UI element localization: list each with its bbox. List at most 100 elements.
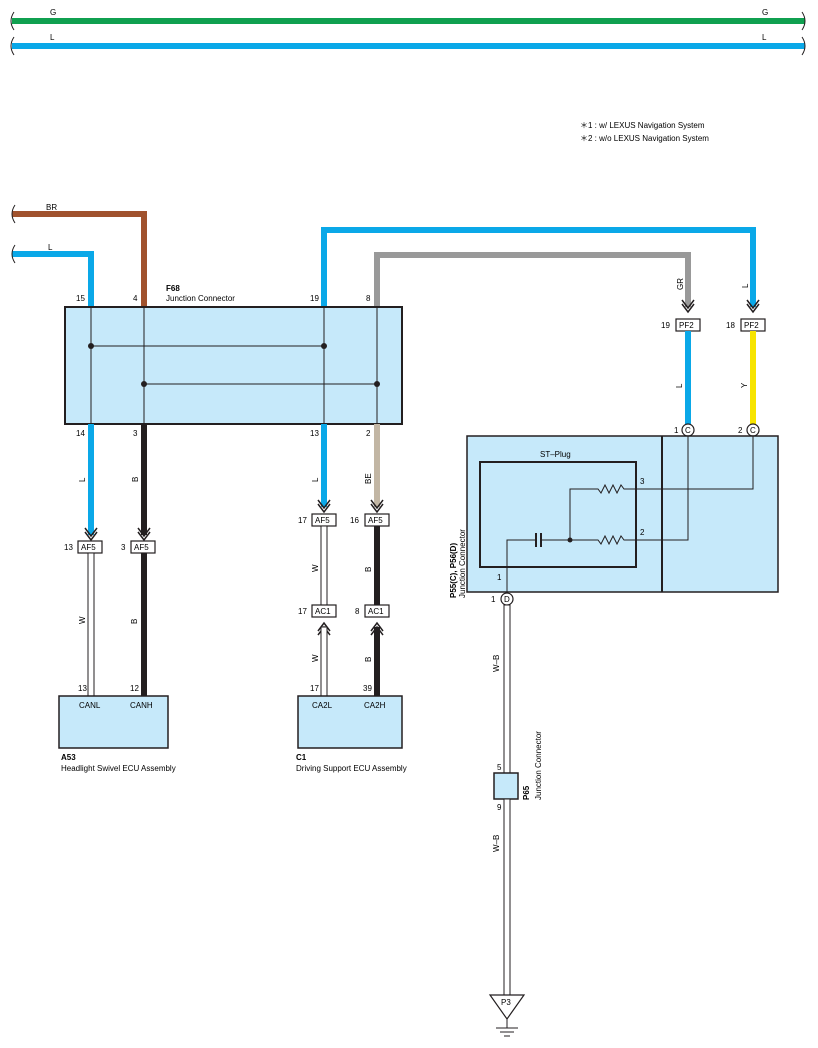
a53-name: Headlight Swivel ECU Assembly xyxy=(61,764,176,773)
a53-box xyxy=(58,695,169,749)
f68-pin-14: 14 xyxy=(76,429,85,438)
p65-name: Junction Connector xyxy=(534,731,543,800)
af5-connectors-right: AF5 17 AF5 16 xyxy=(298,513,390,527)
a53-pin-13: 13 xyxy=(78,684,87,693)
wire-label-w-a53: W xyxy=(78,616,87,624)
pf2-connectors: PF2 19 PF2 18 L Y C 1 C 2 xyxy=(661,299,766,437)
connector-arrow xyxy=(317,499,331,510)
p55-inner-pin-2: 2 xyxy=(640,528,645,537)
bus-g-left-label: G xyxy=(50,8,56,17)
f68-pin-15: 15 xyxy=(76,294,85,303)
connector-arrow xyxy=(370,503,384,514)
wire-label-b-c1a: B xyxy=(364,567,373,572)
p55-inner-pin-3: 3 xyxy=(640,477,645,486)
wire-label-be: BE xyxy=(364,473,373,484)
c1-wires: W B AC1 17 AC1 8 W B xyxy=(298,525,390,697)
c1-term-ca2h: CA2H xyxy=(364,701,386,710)
p55-code: P55(C), P56(D) xyxy=(449,543,458,598)
p55-trace xyxy=(569,488,594,541)
a53-wires: W B xyxy=(78,552,147,697)
wire-label-br: BR xyxy=(46,203,57,212)
connector-arrow xyxy=(84,531,98,542)
wire-label-b-a53: B xyxy=(130,619,139,624)
ground-triangle-icon xyxy=(488,994,526,1021)
p56-conn-d-letter: D xyxy=(504,595,510,604)
connector-arrow xyxy=(317,503,331,514)
p55-trace xyxy=(628,436,754,490)
f68-pin-13: 13 xyxy=(310,429,319,438)
c1-box xyxy=(297,695,403,749)
wire-label-wb-bottom: W–B xyxy=(492,835,501,852)
wire-label-l-pf2: L xyxy=(741,283,750,288)
p55-trace xyxy=(506,539,535,592)
f68-splice-dot xyxy=(88,343,94,349)
wire-w-a53 xyxy=(87,552,95,697)
connector-arrow xyxy=(746,303,760,314)
p55-inner-pin-1: 1 xyxy=(497,573,502,582)
connector-arrow xyxy=(137,531,151,542)
f68-pin-3: 3 xyxy=(133,429,138,438)
p55-conn-c-letter: C xyxy=(750,426,756,435)
note-1: ＊1 : w/ LEXUS Navigation System xyxy=(580,121,705,130)
bus-break-left xyxy=(10,11,15,56)
connector-arrow xyxy=(137,527,151,538)
p55-pin-1: 1 xyxy=(674,426,679,435)
wire-br xyxy=(12,211,147,308)
connector-arrow xyxy=(370,621,384,632)
ground-label: P3 xyxy=(501,998,511,1007)
wire-label-l-c1: L xyxy=(675,383,684,388)
connector-arrow xyxy=(317,621,331,632)
ac1-label: AC1 xyxy=(368,607,384,616)
wire-label-y: Y xyxy=(740,382,749,388)
p55-p56-junction-connector: ST–Plug 3 2 1 P55(C), P56(D) Junction Co… xyxy=(449,435,779,606)
wire-w-c1a xyxy=(320,525,328,607)
wire-wb-top xyxy=(503,604,511,774)
st-plug-box xyxy=(479,461,637,568)
resistor-2-icon xyxy=(594,534,628,546)
connector-arrow xyxy=(681,303,695,314)
bus-g-right-label: G xyxy=(762,8,768,17)
wire-w-c1b xyxy=(320,626,328,697)
wire-break-l xyxy=(11,244,16,264)
pf2-label: PF2 xyxy=(744,321,759,330)
bus-break-right xyxy=(801,11,806,56)
p55-pin-2: 2 xyxy=(738,426,743,435)
wire-l-input xyxy=(12,251,94,308)
af5-pin-3: 3 xyxy=(121,543,126,552)
ground-circuit: W–B 5 9 P65 Junction Connector W–B P3 xyxy=(488,604,543,1037)
ac1-pin-17: 17 xyxy=(298,607,307,616)
p65-box xyxy=(493,772,519,800)
pf2-label: PF2 xyxy=(679,321,694,330)
wire-label-b-3: B xyxy=(131,477,140,482)
wire-label-w-c1b: W xyxy=(311,654,320,662)
c1-pin-17: 17 xyxy=(310,684,319,693)
wire-label-l-13: L xyxy=(311,477,320,482)
c1-pin-39: 39 xyxy=(363,684,372,693)
p65-pin-5: 5 xyxy=(497,763,502,772)
resistor-3-icon xyxy=(594,483,628,495)
connector-arrow xyxy=(370,499,384,510)
note-2: ＊2 : w/o LEXUS Navigation System xyxy=(580,134,709,143)
input-wires: BR L GR L xyxy=(11,203,756,308)
f68-pin-2: 2 xyxy=(366,429,371,438)
f68-splice-dot xyxy=(321,343,327,349)
wire-break-br xyxy=(11,204,16,224)
a53-term-canh: CANH xyxy=(130,701,153,710)
wire-label-w-c1a: W xyxy=(311,564,320,572)
ac1-connector xyxy=(311,604,337,618)
c1-driving-support-ecu: CA2L CA2H 17 39 C1 Driving Support ECU A… xyxy=(296,684,407,773)
a53-term-canl: CANL xyxy=(79,701,101,710)
a53-headlight-swivel-ecu: CANL CANH 13 12 A53 Headlight Swivel ECU… xyxy=(58,684,176,773)
wire-label-l-input: L xyxy=(48,243,53,252)
f68-output-wires: L B L BE xyxy=(78,424,384,542)
af5-label: AF5 xyxy=(315,516,330,525)
f68-pin-8: 8 xyxy=(366,294,371,303)
f68-splice-dot xyxy=(141,381,147,387)
a53-pin-12: 12 xyxy=(130,684,139,693)
f68-pin-19: 19 xyxy=(310,294,319,303)
wire-label-gr: GR xyxy=(676,278,685,290)
connector-arrow xyxy=(681,299,695,310)
wire-label-wb-top: W–B xyxy=(492,655,501,672)
p56-pin-1: 1 xyxy=(491,595,496,604)
